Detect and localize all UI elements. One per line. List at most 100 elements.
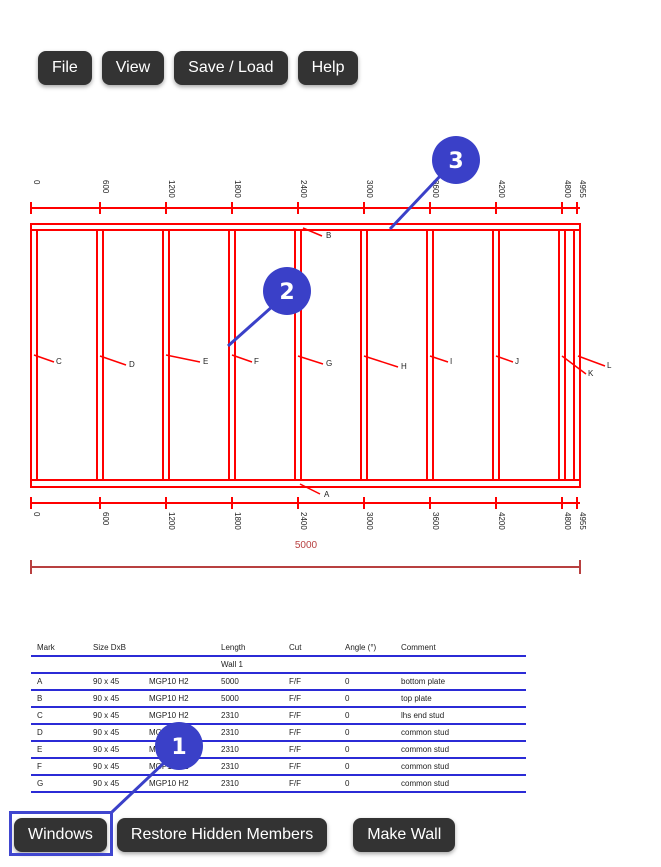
table-cell: 90 x 45 [93,728,120,737]
dimension-label: 3000 [365,180,374,198]
table-cell: 90 x 45 [93,745,120,754]
table-cell: 90 x 45 [93,694,120,703]
dimension-label: 3600 [431,512,440,530]
dimension-label: 4955 [578,180,587,198]
stud[interactable] [426,229,434,481]
table-cell: 90 x 45 [93,779,120,788]
mark-j: J [515,357,519,366]
table-cell: F/F [289,694,301,703]
callout-3-label: 3 [448,149,463,174]
dimension-label: 4800 [563,180,572,198]
stud[interactable] [492,229,500,481]
dimension-label: 4200 [497,512,506,530]
make-wall-button[interactable]: Make Wall [353,818,456,852]
table-cell: lhs end stud [401,711,445,720]
table-cell: top plate [401,694,432,703]
table-cell: F [37,762,42,771]
stud[interactable] [228,229,236,481]
header-mark: Mark [37,643,55,652]
header-cut: Cut [289,643,302,652]
table-cell: 0 [345,728,350,737]
table-cell: MGP10 H2 [149,745,189,754]
windows-button[interactable]: Windows [14,818,107,852]
callout-2-badge [263,267,311,315]
table-cell: 90 x 45 [93,677,120,686]
dimension-label: 1800 [233,180,242,198]
dimension-label: 2400 [299,512,308,530]
table-cell: common stud [401,762,450,771]
header-comment: Comment [401,643,436,652]
menu-bar: File View Save / Load Help [38,51,359,85]
dimension-label: 4200 [497,180,506,198]
table-cell: 0 [345,762,350,771]
overall-length-label: 5000 [295,540,318,551]
table-cell: 90 x 45 [93,711,120,720]
table-cell: MGP10 H2 [149,779,189,788]
table-cell: 0 [345,694,350,703]
bottom-toolbar: Windows Restore Hidden Members Make Wall [14,818,456,852]
table-cell: F/F [289,728,301,737]
view-menu-button[interactable]: View [101,51,165,85]
table-cell: MGP10 H2 [149,711,189,720]
header-size: Size DxB [93,643,126,652]
stud[interactable] [96,229,104,481]
stud[interactable] [573,229,581,481]
help-menu-button[interactable]: Help [297,51,359,85]
stud[interactable] [30,229,38,481]
members-table-container: Mark Size DxB Length Cut Angle (°) Comme… [31,640,526,793]
top-plate[interactable] [30,223,581,231]
table-cell: 0 [345,779,350,788]
table-cell: A [37,677,43,686]
file-menu-button[interactable]: File [38,51,92,85]
mark-a: A [324,490,330,499]
stud[interactable] [360,229,368,481]
dimension-label: 3000 [365,512,374,530]
mark-k: K [588,369,594,378]
table-cell: common stud [401,779,450,788]
mark-i: I [450,357,452,366]
dimension-label: 0 [32,512,41,517]
restore-hidden-members-button[interactable]: Restore Hidden Members [116,818,328,852]
dimension-label: 4955 [578,512,587,530]
mark-leaders [33,227,606,495]
dimension-label: 3600 [431,180,440,198]
mark-h: H [401,362,407,371]
table-cell: bottom plate [401,677,446,686]
table-cell: 90 x 45 [93,762,120,771]
dimension-label: 2400 [299,180,308,198]
table-cell: 5000 [221,677,239,686]
dimension-label: 1200 [167,512,176,530]
mark-g: G [326,359,332,368]
table-cell: common stud [401,745,450,754]
dimension-label: 0 [32,180,41,185]
table-cell: G [37,779,44,788]
table-cell: F/F [289,711,301,720]
dimension-label: 600 [101,512,110,526]
stud[interactable] [294,229,302,481]
header-grade [143,640,215,656]
table-cell: C [37,711,43,720]
table-cell: 0 [345,677,350,686]
table-cell: D [37,728,43,737]
stud[interactable] [558,229,566,481]
wall-frame [30,223,581,488]
mark-b: B [326,231,331,240]
save-load-menu-button[interactable]: Save / Load [174,51,288,85]
table-cell: MGP10 H2 [149,694,189,703]
table-cell: F/F [289,677,301,686]
callout-3-pointer [388,171,445,231]
table-cell: E [37,745,43,754]
dimension-label: 600 [101,180,110,194]
callout-2-pointer [227,303,275,348]
callout-2-label: 2 [279,280,294,305]
